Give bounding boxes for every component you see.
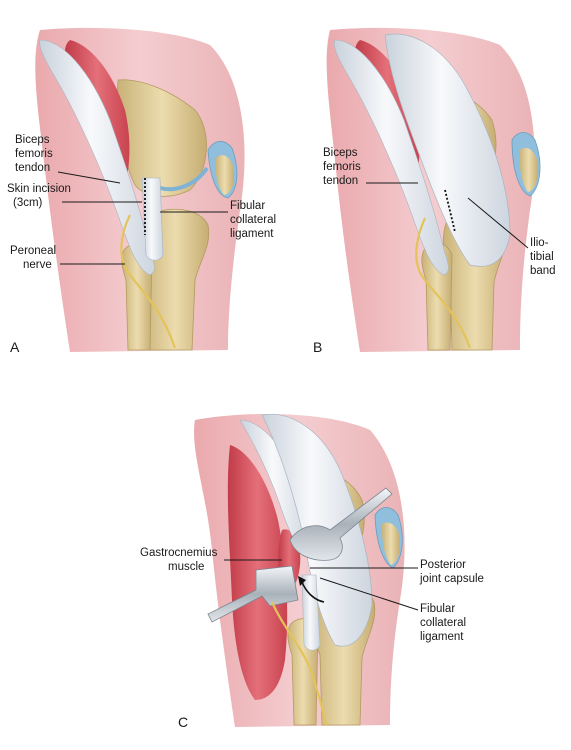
peroneal-nerve: [120, 214, 177, 349]
fibular-collateral-ligament: [141, 177, 164, 261]
iliotibial-band: [384, 33, 511, 267]
retractor-lower: [207, 565, 299, 623]
arrow-head: [298, 576, 306, 586]
patella-bone: [519, 147, 538, 192]
label-biceps-femoris-tendon: Biceps femoris tendon: [15, 134, 56, 174]
leader-itband: [467, 197, 529, 249]
label-fibular-collateral-ligament: Fibular collateral ligament: [420, 603, 469, 643]
panel-c: Gastrocnemius muscle Posterior joint cap…: [140, 413, 484, 730]
incision-dotted-line: [444, 189, 456, 233]
panel-a: Biceps femoris tendon Skin incision (3cm…: [7, 27, 279, 355]
label-biceps-femoris-tendon: Biceps femoris tendon: [323, 147, 364, 187]
cartilage: [159, 166, 209, 192]
biceps-tendon: [333, 39, 449, 276]
patella-bone: [215, 155, 234, 195]
label-skin-incision: Skin incision (3cm): [7, 183, 74, 209]
label-fibular-collateral-ligament: Fibular collateral ligament: [230, 200, 279, 240]
leader-fibular: [319, 577, 419, 611]
panel-letter-c: C: [178, 714, 188, 730]
leader-biceps: [57, 171, 121, 184]
fibular-collateral-ligament: [301, 574, 321, 651]
label-gastrocnemius-muscle: Gastrocnemius muscle: [140, 547, 221, 573]
panel-letter-b: B: [313, 339, 322, 355]
patella-bone: [381, 522, 401, 565]
label-peroneal-nerve: Peroneal nerve: [10, 245, 59, 271]
peroneal-nerve: [270, 601, 328, 726]
peroneal-nerve: [415, 217, 472, 349]
label-iliotibial-band: Ilio- tibial band: [530, 237, 557, 277]
panel-letter-a: A: [10, 339, 20, 355]
label-posterior-joint-capsule: Posterior joint capsule: [419, 559, 484, 585]
arrow: [301, 581, 325, 603]
biceps-tendon: [39, 39, 155, 276]
retractor-upper: [289, 487, 393, 561]
panel-b: Biceps femoris tendon Ilio- tibial band …: [313, 27, 557, 355]
